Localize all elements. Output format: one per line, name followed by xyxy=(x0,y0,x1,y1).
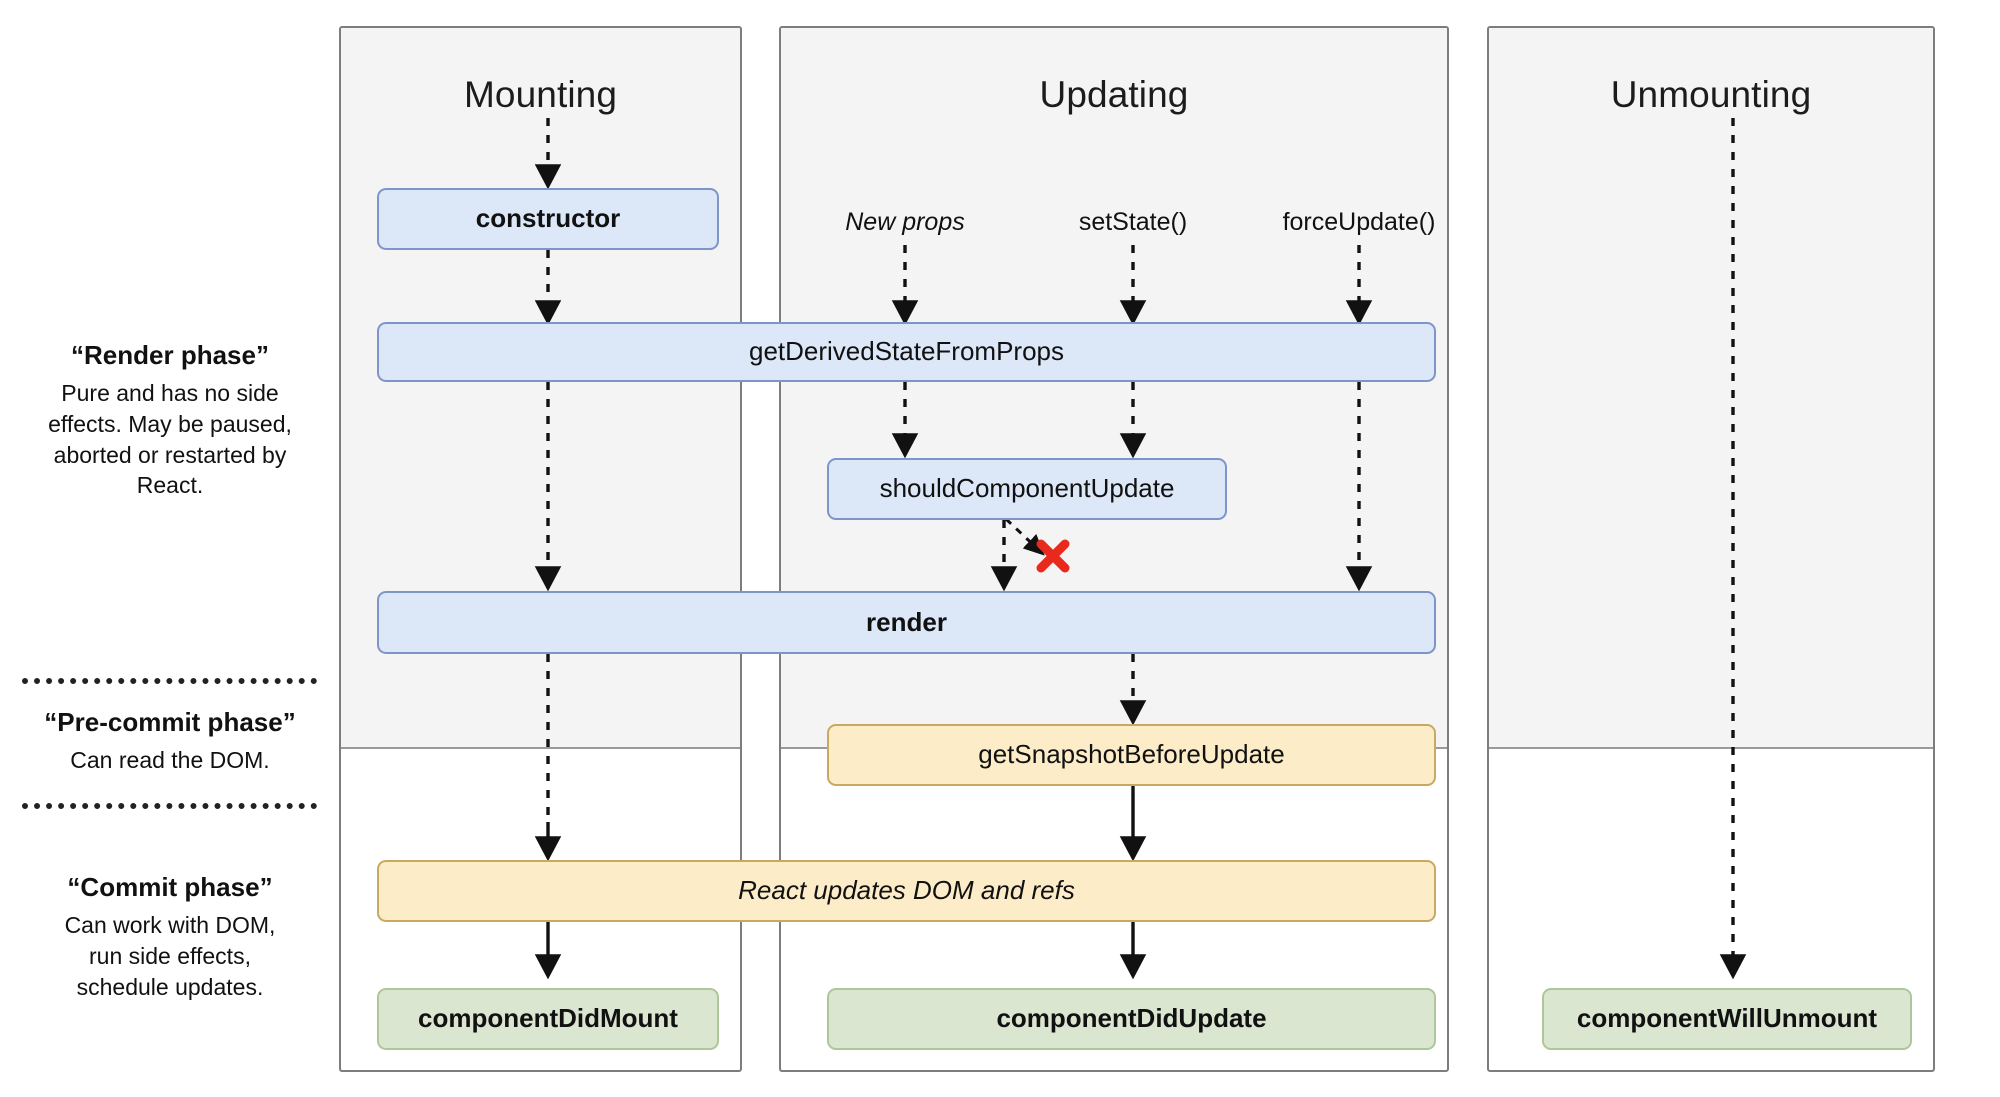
node-constructor[interactable]: constructor xyxy=(377,188,719,250)
legend-pre-commit-phase-title: “Pre-commit phase” xyxy=(44,707,296,737)
node-component-did-update[interactable]: componentDidUpdate xyxy=(827,988,1436,1050)
legend-divider-bottom xyxy=(22,803,317,809)
trigger-set-state: setState() xyxy=(1078,208,1188,236)
node-component-will-unmount[interactable]: componentWillUnmount xyxy=(1542,988,1912,1050)
column-unmounting-render-shade xyxy=(1489,28,1933,749)
node-should-component-update[interactable]: shouldComponentUpdate xyxy=(827,458,1227,520)
legend-pre-commit-phase: “Pre-commit phase” Can read the DOM. xyxy=(10,707,330,776)
legend-commit-phase-body: Can work with DOM, run side effects, sch… xyxy=(64,912,276,1000)
node-react-updates-dom-and-refs[interactable]: React updates DOM and refs xyxy=(377,860,1436,922)
legend-commit-phase: “Commit phase” Can work with DOM, run si… xyxy=(10,872,330,1002)
legend-render-phase-body: Pure and has no side effects. May be pau… xyxy=(48,380,292,499)
legend-render-phase: “Render phase” Pure and has no side effe… xyxy=(10,340,330,501)
legend-render-phase-title: “Render phase” xyxy=(71,340,269,370)
column-unmounting: Unmounting xyxy=(1487,26,1935,1072)
node-render[interactable]: render xyxy=(377,591,1436,654)
legend-pre-commit-phase-body: Can read the DOM. xyxy=(70,747,270,773)
column-updating-title: Updating xyxy=(1039,74,1189,115)
column-mounting-title: Mounting xyxy=(463,74,617,115)
trigger-new-props: New props xyxy=(845,208,965,236)
node-get-snapshot-before-update[interactable]: getSnapshotBeforeUpdate xyxy=(827,724,1436,786)
node-component-did-mount[interactable]: componentDidMount xyxy=(377,988,719,1050)
legend-commit-phase-title: “Commit phase” xyxy=(67,872,273,902)
trigger-force-update: forceUpdate() xyxy=(1282,208,1436,236)
column-unmounting-title: Unmounting xyxy=(1610,74,1812,115)
node-get-derived-state-from-props[interactable]: getDerivedStateFromProps xyxy=(377,322,1436,382)
legend-divider-top xyxy=(22,678,317,684)
